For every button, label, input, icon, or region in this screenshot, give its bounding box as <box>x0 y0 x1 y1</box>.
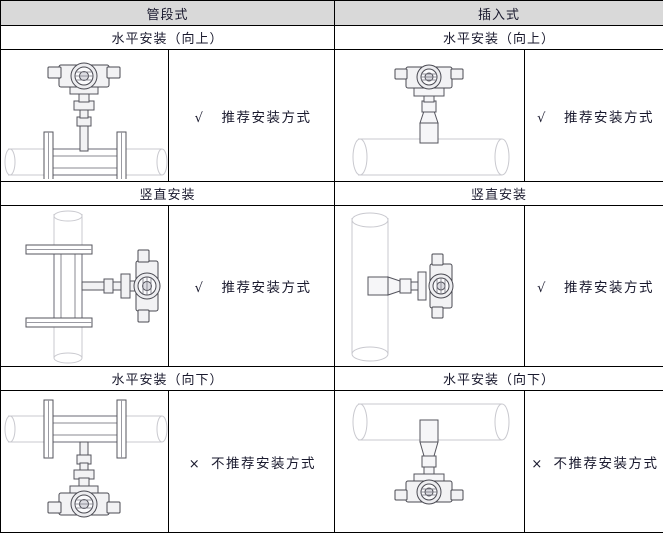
note-cell-insertion-horizontal-down: × 不推荐安装方式 <box>525 391 663 533</box>
note-text-insertion-vertical: 推荐安装方式 <box>564 280 654 295</box>
note-text-pipe-section-vertical: 推荐安装方式 <box>222 280 312 295</box>
table-header-row: 管段式 插入式 <box>1 1 663 26</box>
diagram-cell-pipe-section-horizontal-up <box>1 50 169 182</box>
insertion-horizontal-down-icon <box>336 394 524 530</box>
note-cell-insertion-vertical: √ 推荐安装方式 <box>525 206 663 367</box>
note-text-pipe-section-horizontal-down: 不推荐安装方式 <box>211 456 316 471</box>
diagram-cell-insertion-horizontal-up <box>335 50 525 182</box>
header-pipe-section-type: 管段式 <box>1 1 335 26</box>
diagram-cell-insertion-horizontal-down <box>335 391 525 533</box>
diagram-cell-pipe-section-horizontal-down <box>1 391 169 533</box>
insertion-horizontal-up-icon <box>336 53 524 179</box>
recommended-check-icon: √ <box>192 111 208 126</box>
note-text-insertion-horizontal-up: 推荐安装方式 <box>564 110 654 125</box>
note-text-pipe-section-horizontal-up: 推荐安装方式 <box>222 110 312 125</box>
note-cell-pipe-section-vertical: √ 推荐安装方式 <box>169 206 335 367</box>
subtitle-row-vertical: 竖直安装 竖直安装 <box>1 182 663 206</box>
subtitle-right-horizontal-up: 水平安装（向上） <box>335 26 663 50</box>
recommended-check-icon: √ <box>534 111 550 126</box>
pipe-section-horizontal-down-icon <box>2 394 168 530</box>
note-cell-pipe-section-horizontal-down: × 不推荐安装方式 <box>169 391 335 533</box>
subtitle-right-vertical: 竖直安装 <box>335 182 663 206</box>
subtitle-row-horizontal-down: 水平安装（向下） 水平安装（向下） <box>1 367 663 391</box>
content-row-horizontal-up: √ 推荐安装方式 <box>1 50 663 182</box>
not-recommended-cross-icon: × <box>530 457 546 472</box>
subtitle-row-horizontal-up: 水平安装（向上） 水平安装（向上） <box>1 26 663 50</box>
note-text-insertion-horizontal-down: 不推荐安装方式 <box>554 456 659 471</box>
note-cell-insertion-horizontal-up: √ 推荐安装方式 <box>525 50 663 182</box>
pipe-section-vertical-icon <box>2 208 168 364</box>
content-row-vertical: √ 推荐安装方式 <box>1 206 663 367</box>
recommended-check-icon: √ <box>534 281 550 296</box>
pipe-section-horizontal-up-icon <box>2 53 168 179</box>
diagram-cell-insertion-vertical <box>335 206 525 367</box>
header-insertion-type: 插入式 <box>335 1 663 26</box>
subtitle-left-horizontal-down: 水平安装（向下） <box>1 367 335 391</box>
subtitle-left-horizontal-up: 水平安装（向上） <box>1 26 335 50</box>
recommended-check-icon: √ <box>192 281 208 296</box>
diagram-cell-pipe-section-vertical <box>1 206 169 367</box>
subtitle-left-vertical: 竖直安装 <box>1 182 335 206</box>
not-recommended-cross-icon: × <box>187 457 203 472</box>
content-row-horizontal-down: × 不推荐安装方式 <box>1 391 663 533</box>
insertion-vertical-icon <box>336 208 524 364</box>
subtitle-right-horizontal-down: 水平安装（向下） <box>335 367 663 391</box>
note-cell-pipe-section-horizontal-up: √ 推荐安装方式 <box>169 50 335 182</box>
